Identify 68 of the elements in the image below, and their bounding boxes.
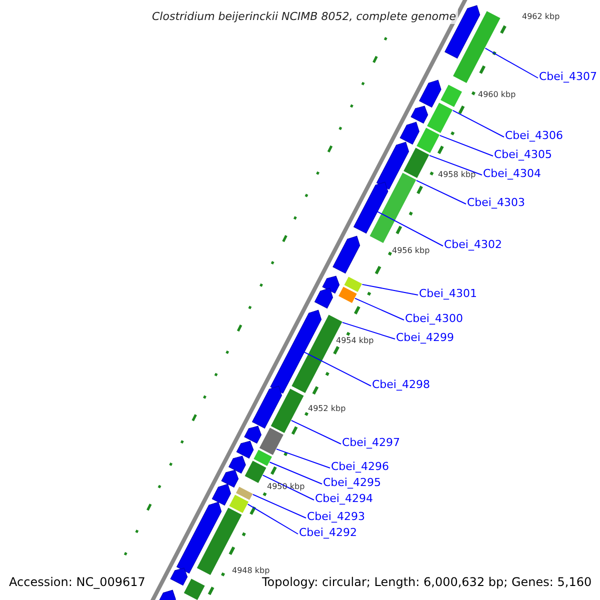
- gene-block: [236, 440, 254, 459]
- gene-bar: [244, 460, 268, 484]
- leader-line: [247, 504, 298, 534]
- gene-bar: [228, 494, 250, 514]
- footer-text: Accession: NC_009617: [9, 575, 146, 589]
- scale-label: 4958 kbp: [438, 170, 476, 179]
- gene-block: [270, 310, 322, 394]
- gene-block: [176, 502, 222, 574]
- gene-block: [221, 470, 239, 488]
- leader-line: [428, 154, 482, 176]
- gene-label: Cbei_4305: [494, 148, 552, 161]
- gene-label: Cbei_4298: [372, 378, 430, 391]
- title: Clostridium beijerinckii NCIMB 8052, complete genome: [150, 9, 458, 24]
- gene-bar: [416, 126, 441, 154]
- gene-block: [354, 182, 388, 234]
- leader-line: [269, 462, 322, 484]
- gene-bar: [258, 426, 284, 456]
- scale-label: 4950 kbp: [267, 482, 305, 491]
- gene-label: Cbei_4301: [419, 287, 477, 300]
- gene-block: [314, 288, 333, 309]
- gene-label: Cbei_4307: [539, 70, 597, 83]
- leader-line: [377, 211, 444, 246]
- gene-label: Cbei_4306: [505, 129, 563, 142]
- scale-label: 4956 kbp: [392, 246, 430, 255]
- gene-label: Cbei_4292: [299, 526, 357, 539]
- gene-label: Cbei_4295: [323, 476, 381, 489]
- leader-line: [276, 448, 330, 468]
- leader-line: [304, 352, 372, 386]
- gene-bar: [402, 146, 430, 180]
- leader-line: [262, 474, 314, 500]
- gene-block: [332, 236, 360, 274]
- gene-label: Cbei_4294: [315, 492, 373, 505]
- leader-line: [354, 298, 404, 320]
- gene-label: Cbei_4297: [342, 436, 400, 449]
- gene-block: [410, 106, 428, 124]
- scale-label: 4954 kbp: [336, 336, 374, 345]
- gene-label: Cbei_4299: [396, 331, 454, 344]
- scale-label: 4948 kbp: [232, 566, 270, 575]
- scale-label: 4960 kbp: [478, 90, 516, 99]
- leader-line: [252, 494, 306, 518]
- leader-line: [484, 48, 538, 78]
- gene-bar: [252, 448, 274, 468]
- gene-label: Cbei_4300: [405, 312, 463, 325]
- gene-block: [158, 590, 176, 600]
- gene-block: [170, 568, 188, 586]
- scale-label: 4952 kbp: [308, 404, 346, 413]
- gene-block: [244, 426, 262, 444]
- gene-block: [419, 80, 442, 108]
- leader-line: [362, 284, 418, 296]
- gene-label: Cbei_4302: [444, 238, 502, 251]
- scale-label: 4962 kbp: [522, 12, 560, 21]
- gene-block: [322, 276, 340, 294]
- gene-block: [400, 122, 420, 145]
- gene-label: Cbei_4296: [331, 460, 389, 473]
- gene-label: Cbei_4293: [307, 510, 365, 523]
- gene-block: [212, 484, 231, 506]
- gene-label: Cbei_4304: [483, 167, 541, 180]
- gene-block: [228, 456, 246, 474]
- gene-block: [252, 386, 282, 429]
- leader-line: [439, 134, 494, 156]
- leader-line: [290, 420, 342, 444]
- leader-line: [416, 180, 466, 204]
- gene-label: Cbei_4303: [467, 196, 525, 209]
- gene-bar: [337, 286, 358, 304]
- gene-block: [376, 142, 409, 190]
- gene-bar: [426, 102, 454, 134]
- footer-text: Topology: circular; Length: 6,000,632 bp; Genes: 5,160: [262, 575, 592, 589]
- leader-line: [452, 110, 504, 138]
